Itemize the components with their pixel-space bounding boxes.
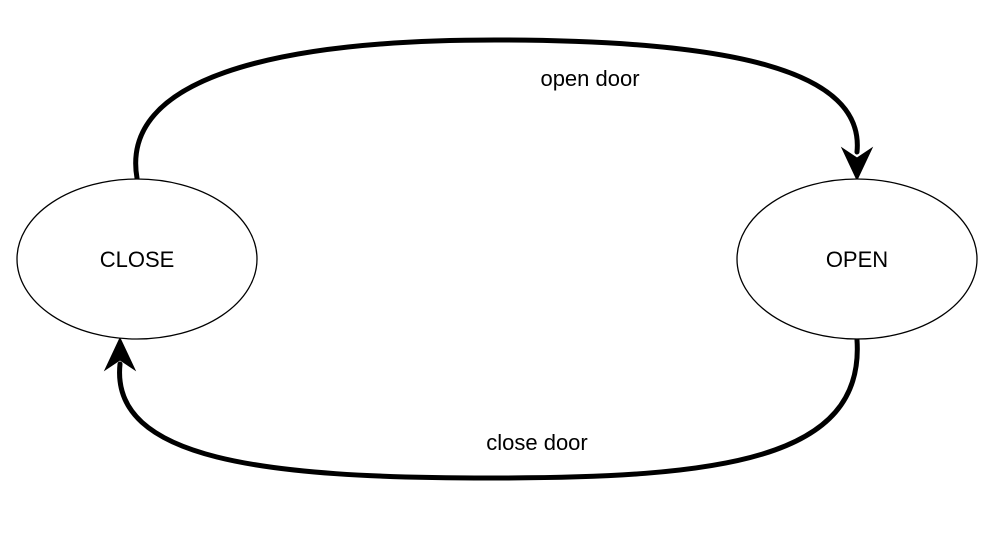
state-open: OPEN [736, 178, 978, 340]
state-close-label: CLOSE [100, 247, 175, 272]
state-close-ellipse [16, 178, 258, 340]
state-close: CLOSE [16, 178, 258, 340]
state-open-label: OPEN [826, 247, 888, 272]
transition-close-door: close door [103, 336, 860, 481]
open-door-arrowhead [840, 146, 874, 182]
open-door-label: open door [540, 66, 639, 91]
close-door-label: close door [486, 430, 588, 455]
transition-open-door: open door [133, 37, 874, 182]
state-open-ellipse [736, 178, 978, 340]
open-door-edge [133, 37, 860, 181]
close-door-edge [117, 337, 860, 481]
close-door-arrowhead [103, 336, 137, 372]
